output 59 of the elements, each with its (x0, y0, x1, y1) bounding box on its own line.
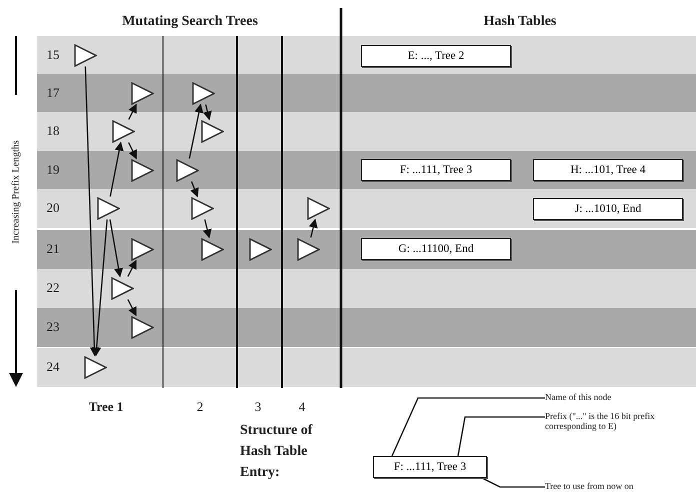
column-label: 3 (254, 399, 262, 415)
hash-entry-box: G: ...11100, End (361, 238, 511, 260)
triangle-node (200, 238, 224, 260)
arrow (308, 218, 318, 238)
triangle-node (130, 158, 154, 182)
triangle-node (74, 44, 96, 66)
callout-text: Tree to use from now on (545, 481, 685, 493)
triangle-node (248, 238, 272, 260)
arrow (202, 219, 212, 238)
hash-entry-box: F: ...111, Tree 3 (361, 159, 511, 181)
hash-entry-box: J: ...1010, End (533, 198, 683, 220)
row-number: 17 (46, 85, 60, 101)
arrow (188, 104, 204, 159)
triangle-node (190, 196, 214, 220)
triangle-node (96, 196, 120, 220)
arrow (92, 219, 108, 356)
arrow (109, 219, 124, 278)
panel-title: Mutating Search Trees (122, 14, 258, 30)
callout-text: Name of this node (545, 392, 685, 404)
hash-entry-box: E: ..., Tree 2 (361, 45, 511, 67)
row-number: 24 (46, 359, 60, 375)
leader-line (457, 416, 545, 456)
column-label: 4 (298, 399, 306, 415)
column-label: Tree 1 (88, 399, 124, 415)
arrow (84, 66, 99, 356)
row-number: 18 (46, 123, 60, 139)
arrow (190, 181, 199, 198)
row-number: 23 (46, 319, 60, 335)
callout-text: Prefix ("..." is the 16 bit prefix corresponding to E) (545, 411, 690, 433)
triangle-node (84, 356, 106, 378)
legend-heading: Structure of Hash Table Entry: (240, 422, 314, 482)
hash-entry-box: H: ...101, Tree 4 (533, 159, 683, 181)
triangle-node (176, 158, 198, 182)
arrow (110, 142, 124, 197)
triangle-node (200, 120, 224, 142)
triangle-node (130, 238, 154, 260)
column-label: 2 (196, 399, 204, 415)
arrow (202, 104, 212, 120)
example-entry-box: F: ...111, Tree 3 (373, 456, 487, 478)
arrow (128, 104, 137, 120)
triangle-node (110, 276, 134, 300)
row-number: 19 (46, 162, 60, 178)
row-number: 22 (46, 280, 60, 296)
row-number: 15 (46, 47, 60, 63)
panel-title: Hash Tables (484, 14, 556, 30)
triangle-node (112, 120, 134, 142)
triangle-node (306, 196, 330, 220)
leader-line (391, 397, 545, 456)
triangle-node (296, 238, 320, 260)
arrow (127, 299, 137, 316)
row-number: 20 (46, 200, 60, 216)
triangle-node (130, 316, 154, 338)
arrow (128, 142, 137, 160)
triangle-node (130, 82, 154, 104)
leader-line (482, 477, 545, 488)
arrow (127, 260, 137, 277)
triangle-node (192, 82, 214, 104)
row-number: 21 (46, 241, 60, 257)
axis-label: Increasing Prefix Lengths (10, 140, 22, 244)
